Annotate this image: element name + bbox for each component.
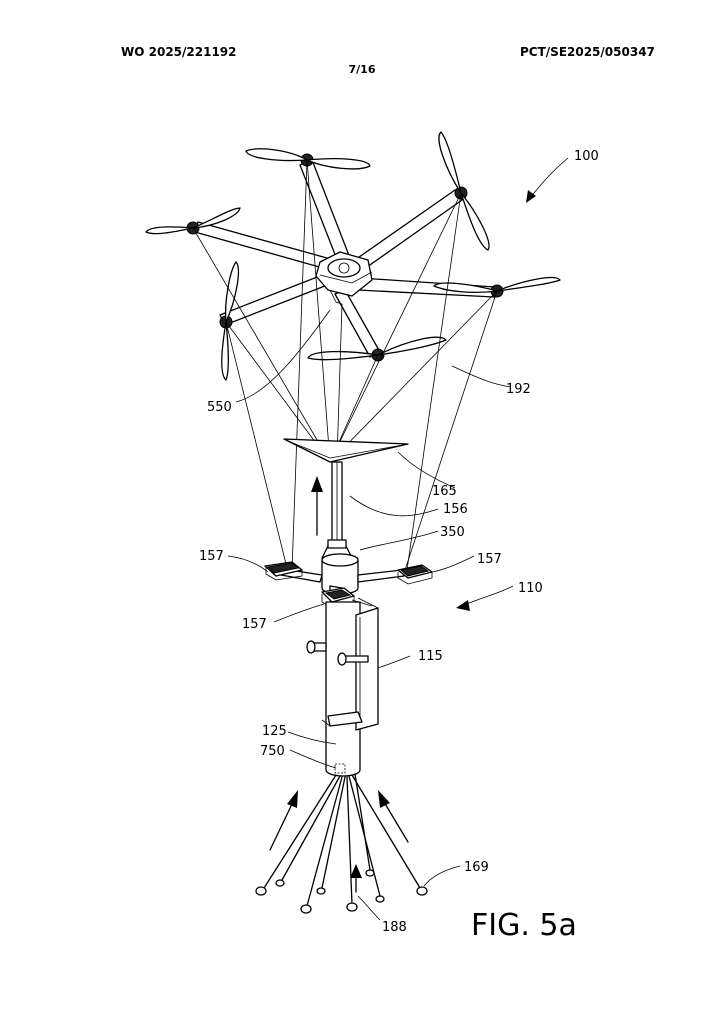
knob-left <box>306 640 327 654</box>
ref-192: 192 <box>506 382 531 397</box>
ref-188: 188 <box>382 920 407 935</box>
publication-number: WO 2025/221192 <box>121 45 237 59</box>
ref-110: 110 <box>518 581 543 596</box>
ref-115: 115 <box>418 649 443 664</box>
drone <box>145 131 561 461</box>
ref-100: 100 <box>574 149 599 164</box>
figure-label: FIG. 5a <box>471 908 577 943</box>
ref-125: 125 <box>262 724 287 739</box>
ref-750: 750 <box>260 744 285 759</box>
probe-legs <box>255 773 428 914</box>
tether-lines <box>192 159 498 571</box>
ref-550: 550 <box>207 400 232 415</box>
upward-arrow <box>311 476 323 536</box>
leader-lines <box>227 309 512 921</box>
pad-right <box>397 564 433 585</box>
application-number: PCT/SE2025/050347 <box>520 45 655 59</box>
ref-169: 169 <box>464 860 489 875</box>
ref-157-front: 157 <box>242 617 267 632</box>
reference-numerals: 100 192 550 165 156 350 157 157 110 157 … <box>199 149 599 935</box>
shaft <box>331 461 343 545</box>
ref-156: 156 <box>443 502 468 517</box>
knob-right <box>337 652 369 666</box>
ref-157-left: 157 <box>199 549 224 564</box>
triangular-frame <box>283 438 409 463</box>
ref-165: 165 <box>432 484 457 499</box>
ref-arrows <box>456 157 569 611</box>
flow-arrows <box>269 790 409 893</box>
ref-157-right: 157 <box>477 552 502 567</box>
base-unit <box>264 539 433 777</box>
drone-propellers <box>145 131 561 381</box>
drone-hub <box>315 251 373 305</box>
ref-350: 350 <box>440 525 465 540</box>
sheet-number: 7/16 <box>348 63 376 76</box>
pad-left <box>264 561 303 581</box>
